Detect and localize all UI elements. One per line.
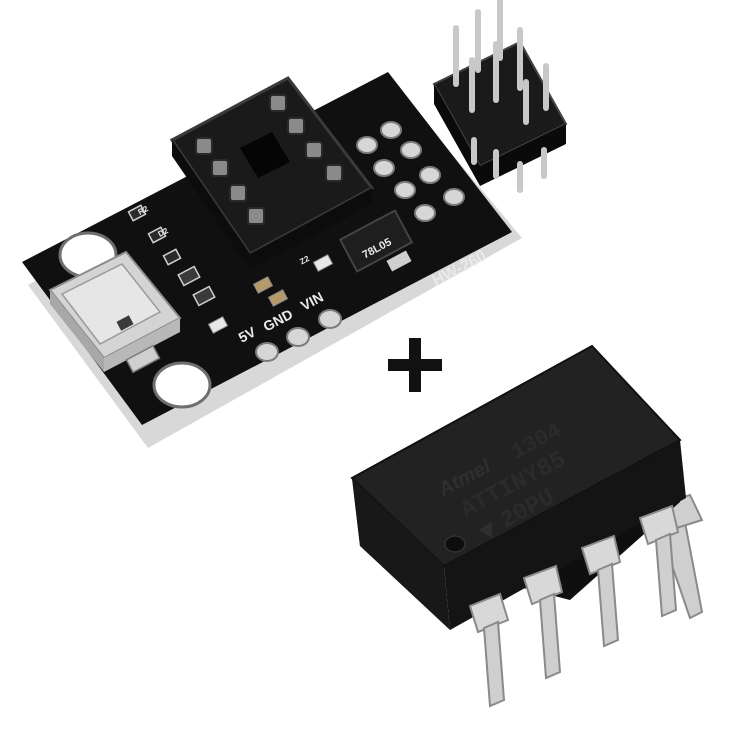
smd-components [127,204,334,334]
component-label: R2 [136,204,150,217]
chip-pins [468,504,680,708]
header-pins [432,0,568,193]
usb-tab [125,344,161,374]
micro-usb-port [48,250,182,372]
pin1-dot [444,535,466,553]
attiny85-chip: Atmel 1304 ATTINY85 20PU [350,344,704,708]
dip-socket [169,76,375,270]
pad-grid [356,121,465,222]
component-label: D2 [156,226,170,239]
mounting-hole [152,361,212,409]
voltage-regulator: 78L05 [338,209,414,273]
component-label: Z2 [298,254,311,267]
plus-icon [388,338,442,392]
power-pads [255,309,342,362]
triangle-marking-icon [478,522,492,538]
pin-label-5v: 5V [236,323,259,345]
